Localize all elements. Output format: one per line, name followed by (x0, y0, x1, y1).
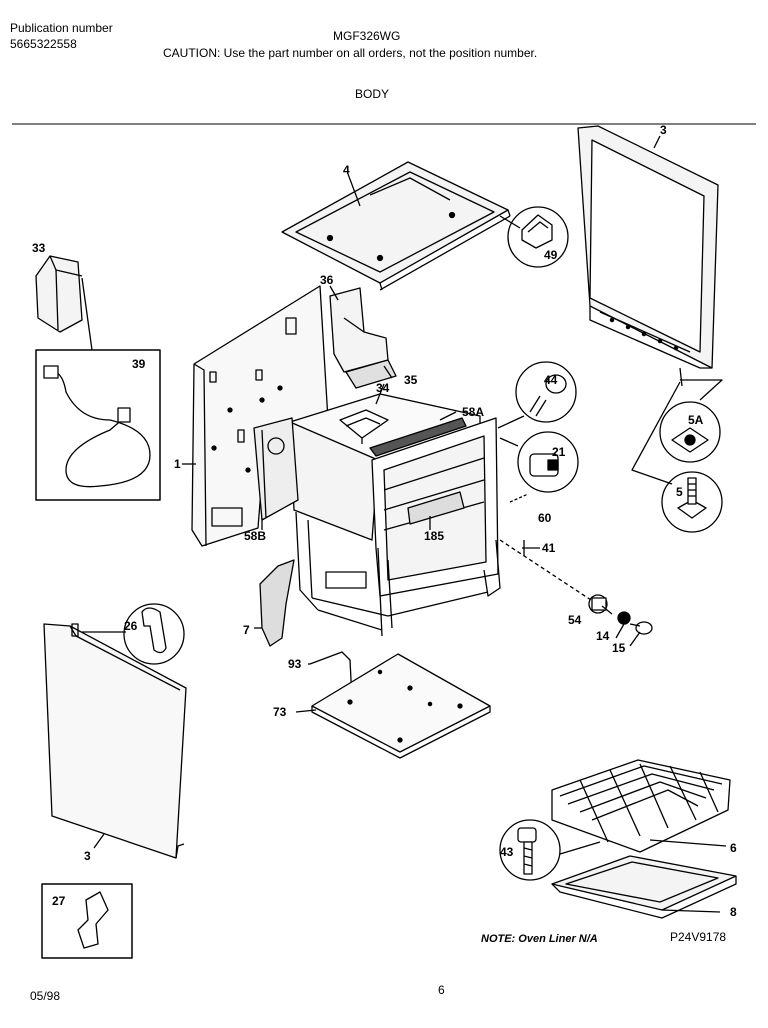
model-number: MGF326WG (333, 29, 401, 43)
caution-note: CAUTION: Use the part number on all orde… (163, 46, 538, 60)
part-label-7: 7 (243, 623, 250, 637)
part-label-93: 93 (288, 657, 302, 671)
part-label-27: 27 (52, 894, 66, 908)
part-label-26: 26 (124, 619, 138, 633)
broil-pan-part (551, 855, 737, 919)
page-number: 6 (438, 983, 445, 997)
broiler-part (254, 559, 295, 647)
part-21-callout (499, 431, 579, 493)
side-panel-right (577, 125, 719, 387)
clip-box-part (41, 883, 133, 959)
publication-number: 5665322558 (10, 37, 77, 51)
oven-cavity-part (253, 393, 499, 597)
part-label-58a: 58A (462, 405, 484, 419)
part-label-35: 35 (404, 373, 418, 387)
part-label-39: 39 (132, 357, 146, 371)
part-label-58b: 58B (244, 529, 266, 543)
part-5-callout (661, 471, 723, 533)
print-date: 05/98 (30, 989, 61, 1003)
top-panel-part (281, 161, 521, 291)
part-label-8: 8 (730, 905, 737, 919)
part-26-callout (82, 603, 185, 665)
part-label-73: 73 (273, 705, 287, 719)
side-panel-left (43, 623, 187, 859)
part-label-6: 6 (730, 841, 737, 855)
section-title: BODY (355, 87, 390, 101)
part-label-44: 44 (544, 373, 558, 387)
part-label-34: 34 (376, 381, 390, 395)
part-label-3-bottom: 3 (84, 849, 91, 863)
publication-label: Publication number (10, 21, 113, 35)
part-label-3-top: 3 (660, 123, 667, 137)
power-cord-box (35, 349, 161, 501)
junction-box-part (35, 255, 93, 351)
lower-frame-part (295, 511, 501, 637)
part-label-15: 15 (612, 641, 626, 655)
part-label-36: 36 (320, 273, 334, 287)
part-label-1: 1 (174, 457, 181, 471)
part-label-185: 185 (424, 529, 444, 543)
part-label-60: 60 (538, 511, 552, 525)
oven-rack-part (551, 759, 731, 853)
part-44-callout (497, 361, 577, 429)
part-43-callout (499, 819, 601, 881)
part-label-5a: 5A (688, 413, 704, 427)
part-label-14: 14 (596, 629, 610, 643)
vent-duct-part (329, 287, 397, 389)
part-49-callout (507, 206, 569, 268)
oven-liner-note: NOTE: Oven Liner N/A (481, 933, 598, 945)
part-label-5: 5 (676, 485, 683, 499)
part-label-21: 21 (552, 445, 566, 459)
drawer-panel-part (309, 651, 491, 759)
part-label-41: 41 (542, 541, 556, 555)
part-label-54: 54 (568, 613, 582, 627)
part-label-43: 43 (500, 845, 514, 859)
figure-id: P24V9178 (670, 930, 727, 944)
part-5a-callout (659, 401, 721, 463)
part-label-4: 4 (343, 163, 350, 177)
part-label-49: 49 (544, 248, 558, 262)
part-label-33: 33 (32, 241, 46, 255)
